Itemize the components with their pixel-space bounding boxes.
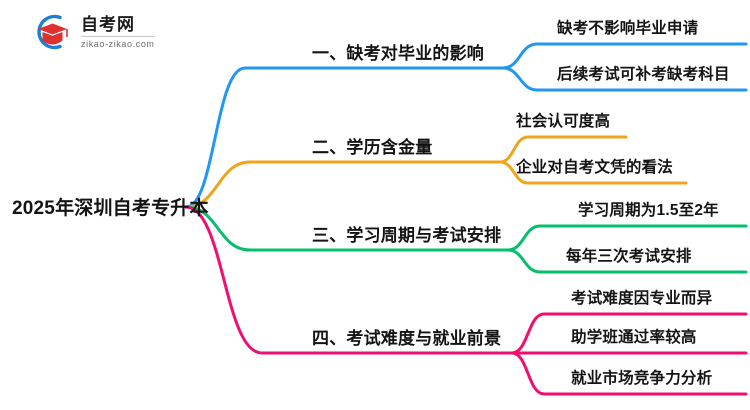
- logo-title: 自考网: [81, 14, 135, 34]
- leaf-node-2-2[interactable]: 企业对自考文凭的看法: [516, 159, 674, 176]
- leaf-node-3-2[interactable]: 每年三次考试安排: [566, 248, 692, 265]
- leaf-node-4-1[interactable]: 考试难度因专业而异: [571, 290, 713, 307]
- logo-domain: zikao-zikao.com: [81, 38, 155, 49]
- logo-divider: [81, 35, 155, 37]
- site-logo: 自考网 zikao-zikao.com: [30, 11, 155, 53]
- leaf-node-2-1[interactable]: 社会认可度高: [516, 113, 611, 130]
- branch-node-2[interactable]: 二、学历含金量: [312, 138, 433, 157]
- branch-node-3[interactable]: 三、学习周期与考试安排: [312, 226, 502, 245]
- leaf-node-3-1[interactable]: 学习周期为1.5至2年: [578, 202, 719, 219]
- wire-root-to-branch-2: [184, 160, 502, 209]
- leaf-node-4-2[interactable]: 助学班通过率较高: [571, 329, 697, 346]
- graduation-cap-icon: [30, 11, 74, 53]
- root-node[interactable]: 2025年深圳自考专升本: [12, 198, 209, 219]
- leaf-node-4-3[interactable]: 就业市场竞争力分析: [571, 370, 713, 387]
- branch-node-4[interactable]: 四、考试难度与就业前景: [312, 329, 502, 348]
- leaf-node-1-2[interactable]: 后续考试可补考缺考科目: [557, 66, 730, 83]
- branch-node-1[interactable]: 一、缺考对毕业的影响: [312, 44, 484, 63]
- leaf-node-1-1[interactable]: 缺考不影响毕业申请: [557, 20, 699, 37]
